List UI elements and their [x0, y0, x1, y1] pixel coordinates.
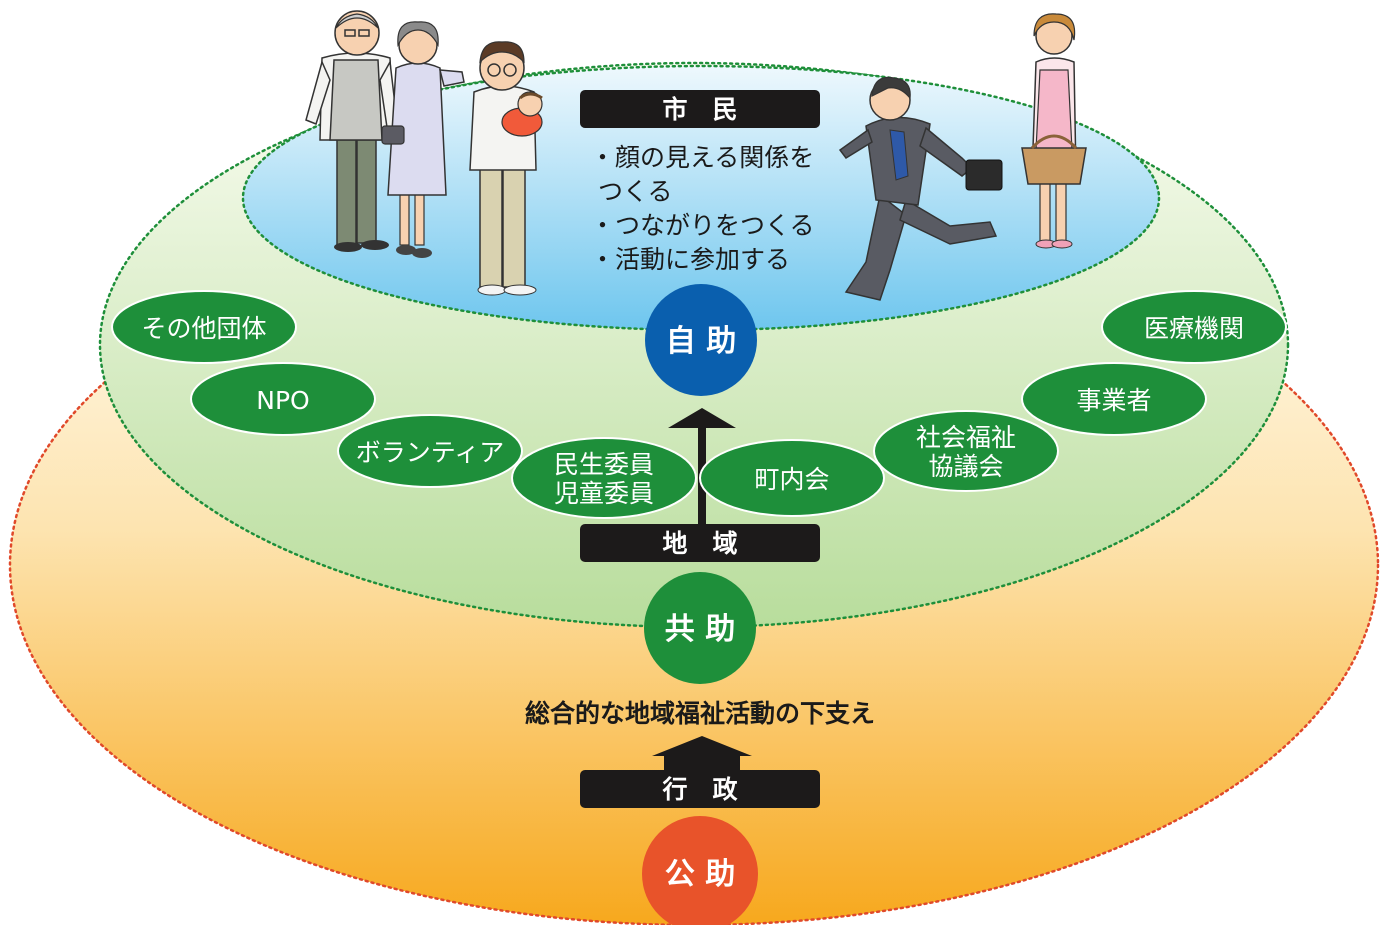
group-npo: NPO	[190, 362, 376, 436]
self-help-circle: 自 助	[645, 284, 757, 396]
administration-label: 行 政	[661, 775, 738, 804]
mutual-help-circle: 共 助	[644, 572, 756, 684]
group-volunteer: ボランティア	[337, 414, 523, 488]
community-label-bar: 地 域	[580, 524, 820, 562]
lower-arrow	[652, 736, 752, 772]
citizen-action-line: ・活動に参加する	[590, 245, 790, 274]
group-other-organizations: その他団体	[111, 290, 297, 364]
support-text: 総合的な地域福祉活動の下支え	[525, 699, 875, 728]
group-neighborhood-association: 町内会	[699, 439, 885, 517]
group-business: 事業者	[1021, 362, 1207, 436]
elderly-man-illustration	[305, 10, 399, 252]
citizen-label: 市 民	[662, 95, 737, 124]
group-label: 民生委員	[554, 450, 654, 479]
group-label: 町内会	[754, 465, 829, 494]
father-with-baby-illustration	[469, 41, 543, 296]
group-medical-institutions: 医療機関	[1101, 290, 1287, 364]
group-social-welfare-council: 社会福祉 協議会	[873, 410, 1059, 492]
woman-with-basket-illustration	[1021, 13, 1087, 249]
group-welfare-commissioners: 民生委員 児童委員	[511, 437, 697, 519]
group-label: NPO	[256, 386, 309, 415]
community-label: 地 域	[662, 529, 737, 558]
group-label: ボランティア	[356, 438, 505, 467]
self-help-label: 自 助	[666, 324, 736, 359]
group-label: 医療機関	[1144, 314, 1244, 343]
citizen-action-line: つくる	[598, 177, 673, 206]
citizen-label-bar: 市 民	[580, 90, 820, 128]
group-label: 社会福祉	[916, 423, 1016, 452]
public-help-label: 公 助	[665, 857, 735, 892]
mutual-help-label: 共 助	[665, 612, 735, 647]
public-help-circle: 公 助	[642, 816, 758, 925]
citizen-action-line: ・顔の見える関係を	[590, 143, 814, 172]
group-label: 事業者	[1076, 386, 1151, 415]
group-label: その他団体	[141, 314, 266, 343]
citizen-actions: ・顔の見える関係を つくる ・つながりをつくる ・活動に参加する	[590, 143, 815, 274]
administration-label-bar: 行 政	[580, 770, 820, 808]
group-label: 協議会	[928, 452, 1003, 481]
citizen-action-line: ・つながりをつくる	[590, 211, 815, 240]
elderly-woman-illustration	[381, 21, 465, 258]
group-label: 児童委員	[554, 479, 654, 508]
businessman-illustration	[838, 76, 1003, 301]
